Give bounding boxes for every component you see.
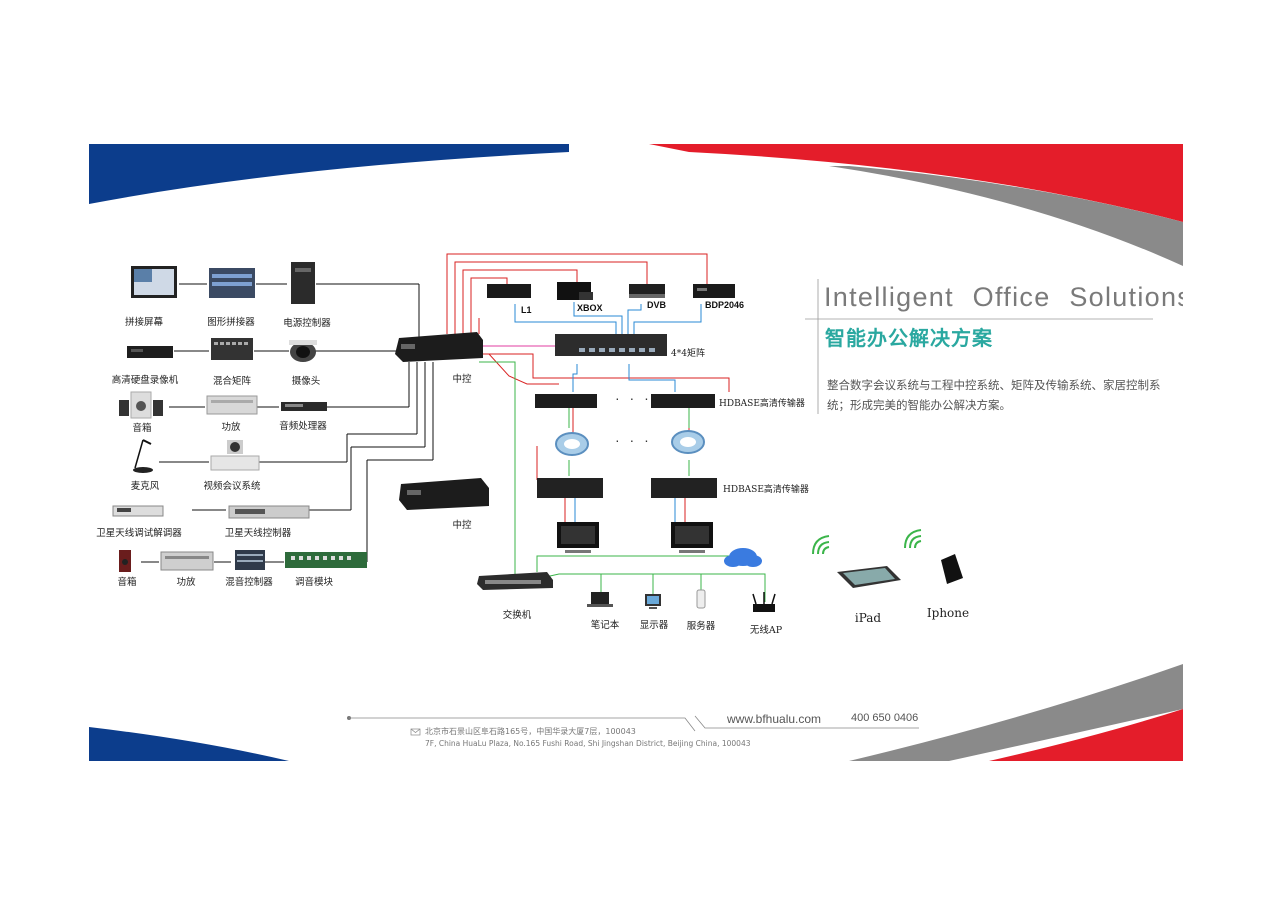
label-power-controller: 电源控制器 [283, 318, 331, 329]
label-ipad: iPad [854, 611, 882, 625]
banner-top-blue [89, 144, 569, 204]
label-wireless-ap: 无线AP [749, 625, 783, 636]
label-xbox: XBOX [577, 303, 603, 313]
banner-bottom-red [989, 709, 1183, 761]
device-tuning-module [285, 552, 367, 568]
wifi-signal-icon-2 [904, 529, 922, 549]
device-microphone [133, 439, 153, 473]
hdbase-rx-1 [537, 478, 603, 498]
cloud-icon [724, 548, 762, 567]
device-mixer [235, 550, 265, 570]
description: 整合数字会议系统与工程中控系统、矩阵及传输系统、家居控制系统；形成完美的智能办公… [827, 378, 1161, 412]
banner-bottom-gray [849, 664, 1183, 761]
label-video-conference: 视频会议系统 [203, 481, 261, 492]
label-mixer: 混音控制器 [225, 577, 273, 588]
label-graphic-splicer: 图形拼接器 [207, 317, 255, 328]
label-laptop: 笔记本 [590, 620, 620, 631]
central-controller-top [395, 332, 483, 362]
iphone-icon [941, 554, 963, 584]
footer-website: www.bfhualu.com [727, 712, 822, 726]
device-amp-1 [206, 395, 258, 415]
device-video-wall [131, 266, 177, 298]
network-switch [477, 572, 553, 590]
device-hybrid-matrix [211, 338, 253, 360]
footer-phone: 400 650 0406 [851, 712, 919, 724]
label-speaker-2: 音箱 [117, 577, 137, 588]
label-server: 服务器 [686, 621, 716, 632]
label-hdbase-rx: HDBASE高清传输器 [723, 485, 809, 495]
label-camera: 摄像头 [291, 376, 321, 387]
diagram-art [89, 144, 1183, 761]
laptop-icon [587, 592, 613, 607]
hdbase-rx-2 [651, 478, 717, 498]
label-switch: 交换机 [502, 610, 532, 621]
device-speaker-2 [119, 550, 131, 572]
banner-top-red [649, 144, 1183, 222]
label-bdp2046: BDP2046 [705, 300, 745, 310]
central-controller-bottom [399, 478, 489, 510]
label-satellite-controller: 卫星天线控制器 [224, 528, 292, 539]
display-2 [671, 522, 713, 553]
label-monitor: 显示器 [639, 620, 669, 631]
device-camera [289, 340, 317, 362]
device-speaker-1 [119, 391, 163, 419]
footer-address-cn: 北京市石景山区阜石路165号，中国华录大厦7层，100043 [425, 727, 636, 736]
source-dvb [629, 284, 665, 298]
slide: Intelligent Office Solutions 智能办公解决方案 整合… [89, 144, 1183, 761]
source-xbox [557, 282, 593, 300]
mail-icon [410, 728, 421, 736]
device-audio-processor [281, 402, 327, 411]
device-graphic-splicer [209, 268, 255, 298]
device-video-conference [210, 440, 260, 471]
cable-coil-2 [671, 430, 705, 454]
title-english: Intelligent Office Solutions [824, 282, 1183, 312]
matrix-4x4 [555, 334, 667, 356]
label-hybrid-matrix: 混合矩阵 [212, 376, 252, 387]
label-dvb: DVB [647, 300, 667, 310]
label-video-wall: 拼接屏幕 [124, 317, 164, 328]
hdbase-tx-1 [535, 394, 597, 408]
device-satellite-modem [112, 505, 164, 517]
footer-address-en: 7F, China HuaLu Plaza, No.165 Fushi Road… [425, 739, 751, 748]
wifi-signal-icon-1 [812, 535, 830, 555]
label-dvr: 高清硬盘录像机 [111, 375, 179, 386]
banner-top-gray [829, 166, 1183, 266]
banner-bottom-blue [89, 727, 289, 761]
label-satellite-modem: 卫星天线调试解调器 [96, 528, 182, 539]
device-satellite-controller [228, 505, 310, 519]
label-tuning-module: 调音模块 [294, 577, 334, 588]
wireless-ap-icon [752, 592, 776, 612]
source-bdp2046 [693, 284, 735, 298]
server-icon [696, 589, 706, 609]
label-amp-2: 功放 [176, 577, 196, 588]
label-microphone: 麦克风 [130, 481, 160, 492]
label-amp-1: 功放 [221, 422, 241, 433]
label-controller-bottom: 中控 [452, 520, 472, 531]
cable-coil-1 [555, 432, 589, 456]
source-l1 [487, 284, 531, 298]
device-power-controller [291, 262, 315, 304]
label-matrix: 4*4矩阵 [671, 349, 705, 359]
device-dvr [127, 346, 173, 358]
label-l1: L1 [521, 305, 532, 315]
label-controller-top: 中控 [452, 374, 472, 385]
monitor-icon [645, 594, 661, 609]
ellipsis-2: · · · [615, 432, 652, 448]
label-iphone: Iphone [926, 606, 970, 620]
hdbase-tx-2 [651, 394, 715, 408]
device-amp-2 [160, 551, 214, 571]
label-hdbase-tx: HDBASE高清传输器 [719, 399, 805, 409]
title-chinese: 智能办公解决方案 [825, 326, 993, 350]
ellipsis-1: · · · [615, 390, 652, 406]
label-audio-processor: 音频处理器 [279, 421, 327, 432]
ipad-icon [837, 566, 901, 588]
label-speaker-1: 音箱 [132, 423, 152, 434]
display-1 [557, 522, 599, 553]
